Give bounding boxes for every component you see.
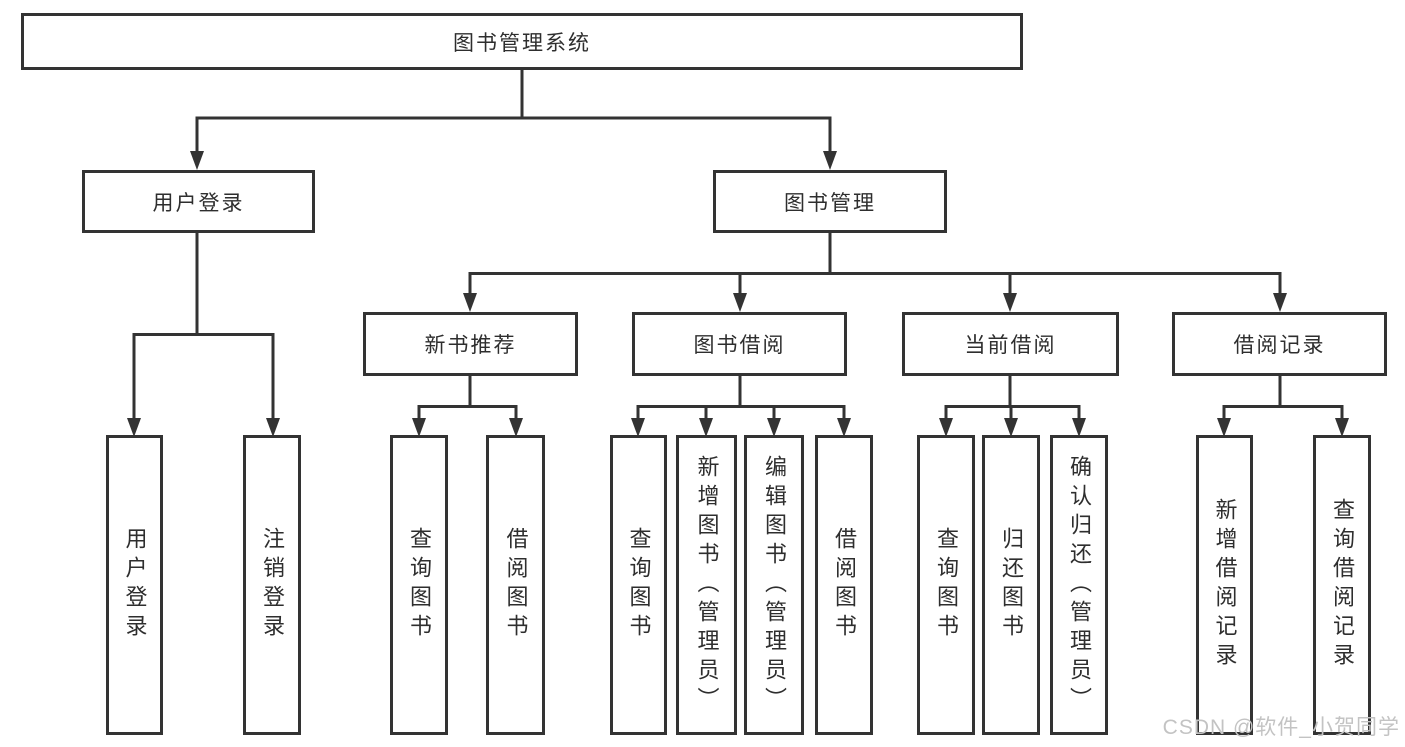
leaf-borrow-book-1-label: 借阅图书 xyxy=(503,527,529,643)
node-borrow-records: 借阅记录 xyxy=(1172,312,1387,376)
leaf-borrow-book-2: 借阅图书 xyxy=(815,435,873,735)
leaf-user-login-label: 用户登录 xyxy=(122,527,148,643)
leaf-add-book-admin-label: 新增图书（管理员） xyxy=(694,454,720,716)
leaf-logout: 注销登录 xyxy=(243,435,301,735)
leaf-query-book-2: 查询图书 xyxy=(610,435,667,735)
leaf-add-borrow-record: 新增借阅记录 xyxy=(1196,435,1253,735)
node-book-management: 图书管理 xyxy=(713,170,947,233)
leaf-user-login: 用户登录 xyxy=(106,435,163,735)
leaf-edit-book-admin: 编辑图书（管理员） xyxy=(744,435,804,735)
leaf-add-book-admin: 新增图书（管理员） xyxy=(676,435,737,735)
leaf-logout-label: 注销登录 xyxy=(260,527,285,643)
watermark: CSDN @软件_小贺同学 xyxy=(1162,716,1400,739)
leaf-query-book-1: 查询图书 xyxy=(390,435,448,735)
leaf-borrow-book-2-label: 借阅图书 xyxy=(832,527,857,643)
leaf-return-book-label: 归还图书 xyxy=(999,527,1024,643)
leaf-query-borrow-record-label: 查询借阅记录 xyxy=(1330,498,1355,672)
leaf-confirm-return-admin: 确认归还（管理员） xyxy=(1050,435,1108,735)
leaf-query-borrow-record: 查询借阅记录 xyxy=(1313,435,1371,735)
leaf-query-book-2-label: 查询图书 xyxy=(626,527,652,643)
node-user-login: 用户登录 xyxy=(82,170,315,233)
leaf-query-book-1-label: 查询图书 xyxy=(407,527,432,643)
leaf-borrow-book-1: 借阅图书 xyxy=(486,435,545,735)
node-root: 图书管理系统 xyxy=(21,13,1023,70)
leaf-add-borrow-record-label: 新增借阅记录 xyxy=(1212,498,1238,672)
node-new-book-recommend: 新书推荐 xyxy=(363,312,578,376)
leaf-return-book: 归还图书 xyxy=(982,435,1040,735)
leaf-confirm-return-admin-label: 确认归还（管理员） xyxy=(1067,454,1092,716)
node-current-borrow: 当前借阅 xyxy=(902,312,1119,376)
leaf-edit-book-admin-label: 编辑图书（管理员） xyxy=(762,454,787,716)
leaf-query-book-3-label: 查询图书 xyxy=(934,527,959,643)
node-book-borrow: 图书借阅 xyxy=(632,312,847,376)
leaf-query-book-3: 查询图书 xyxy=(917,435,975,735)
